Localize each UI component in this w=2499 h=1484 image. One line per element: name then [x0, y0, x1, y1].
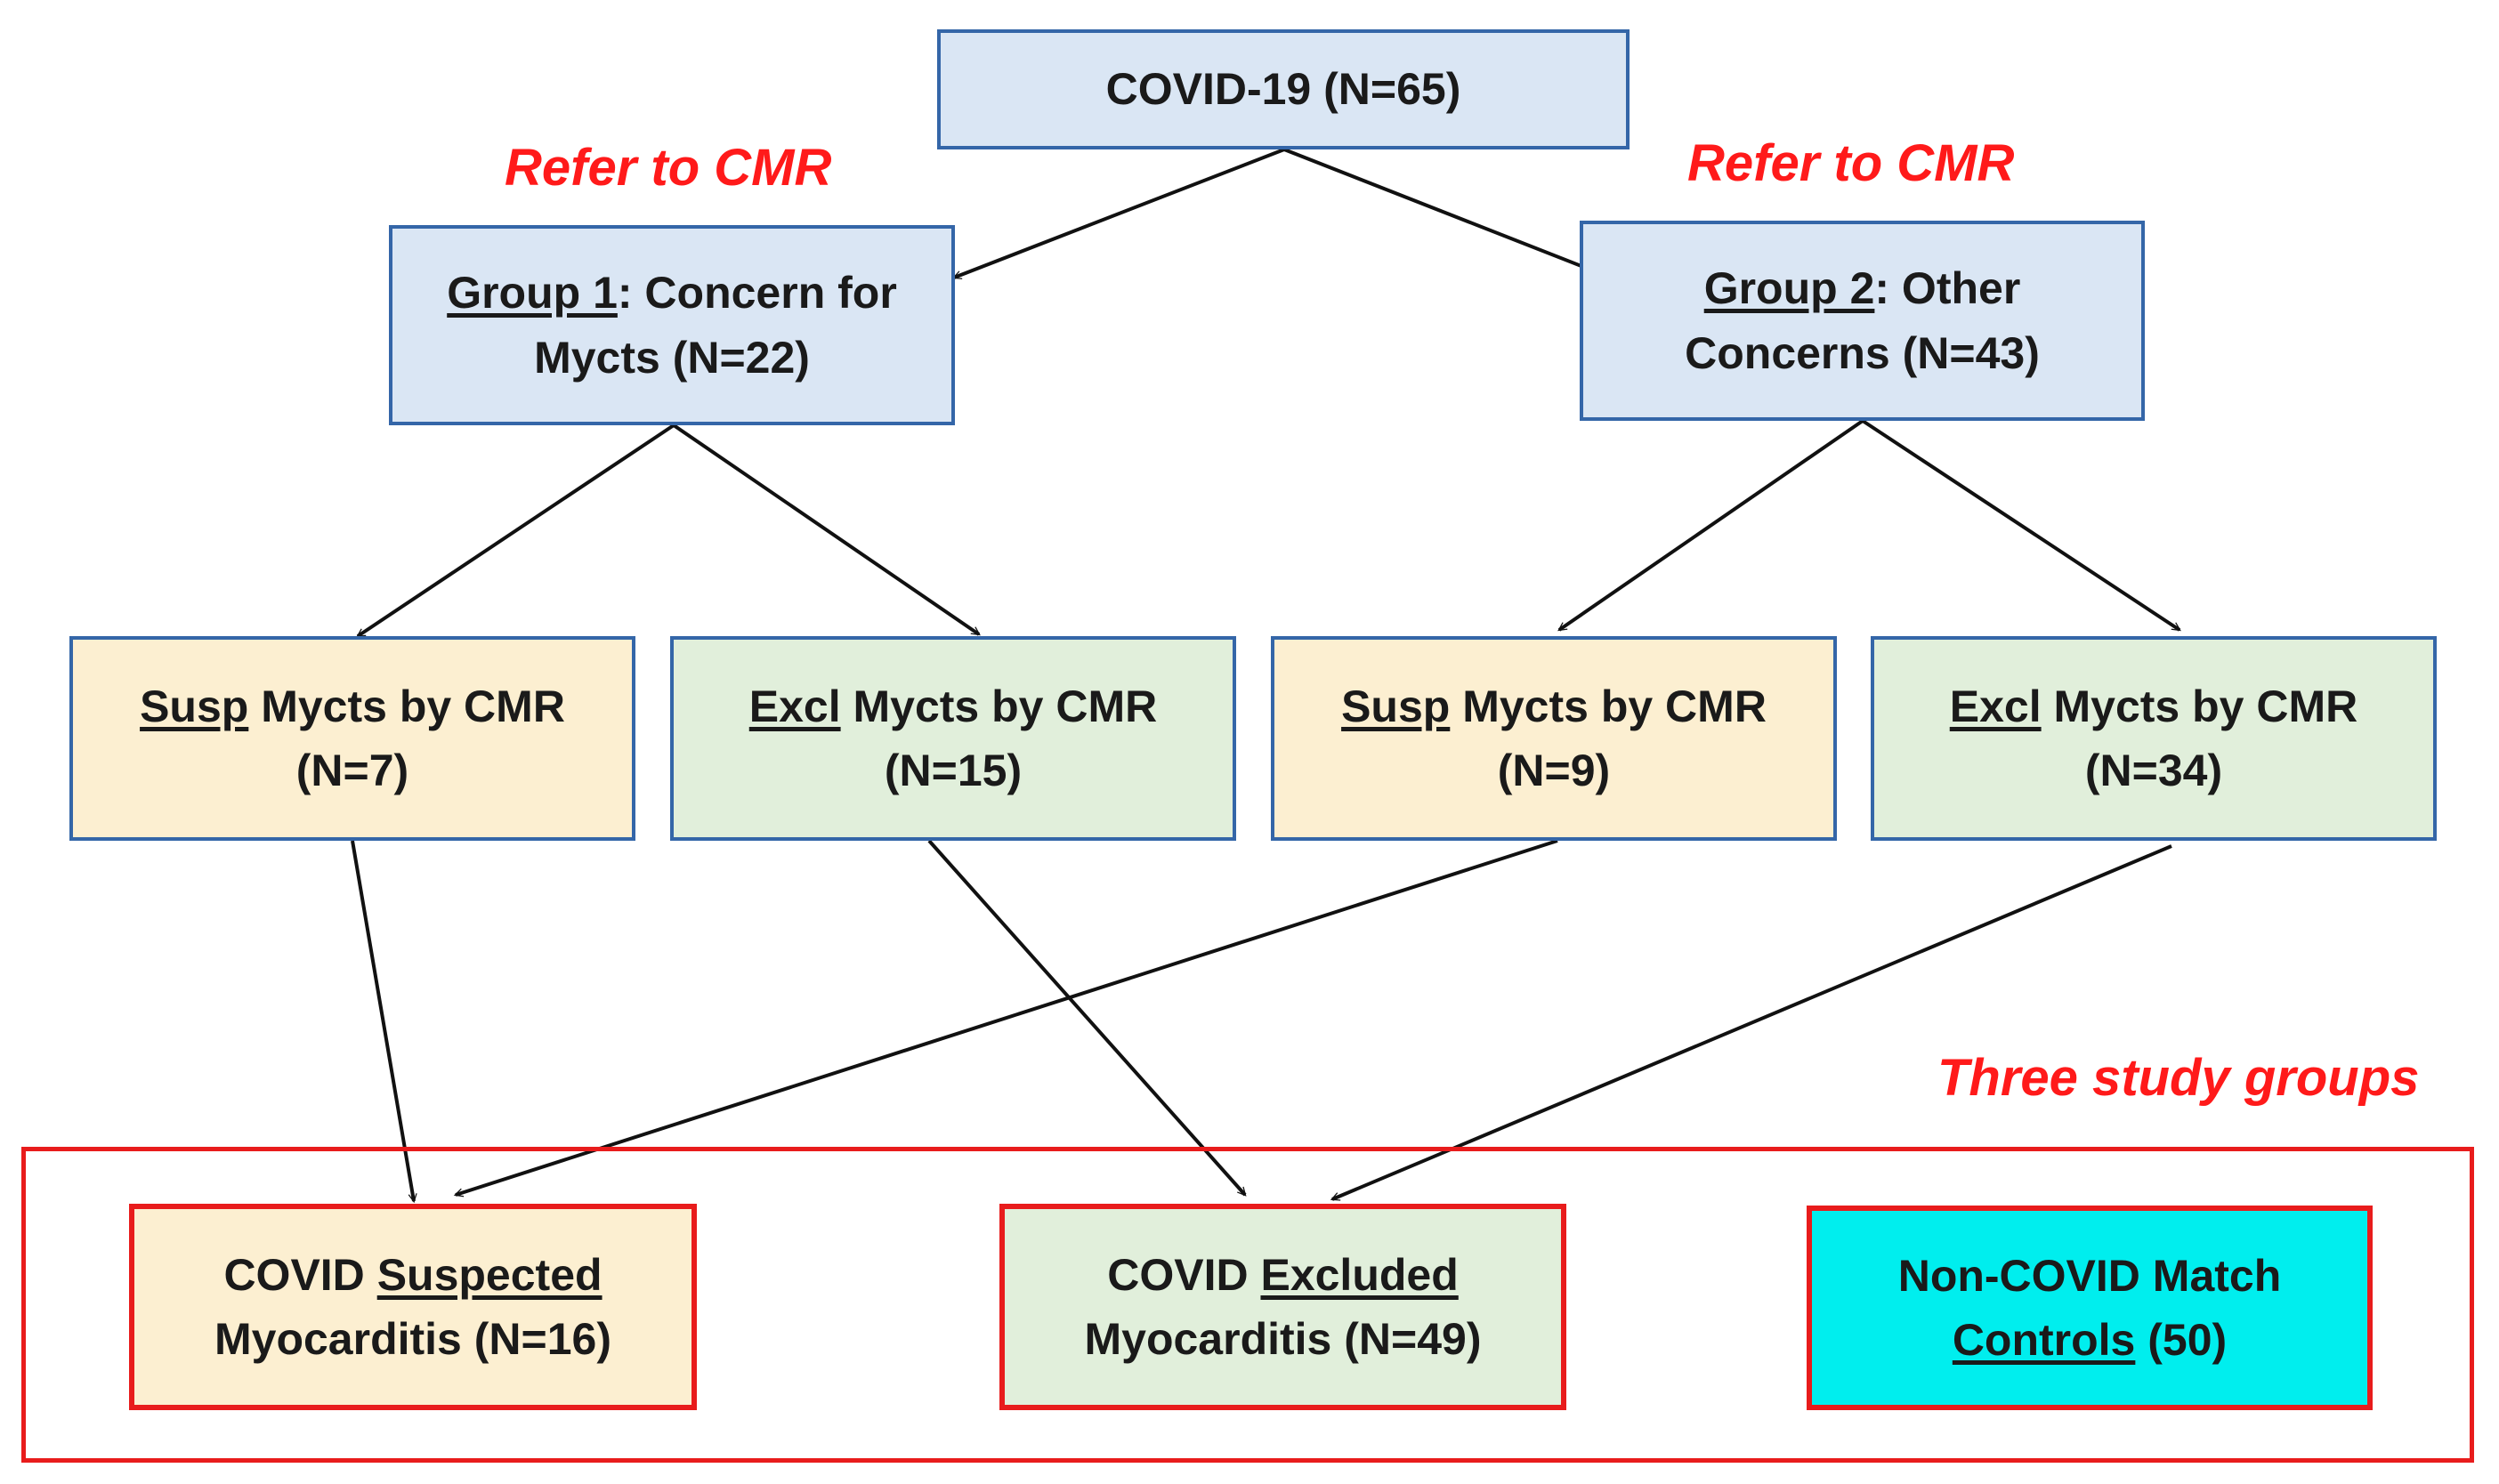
leaf-count: (N=34): [2084, 746, 2223, 795]
group-2-box: Group 2: Other Concerns (N=43): [1580, 221, 2145, 421]
controls-line1: Non-COVID Match: [1897, 1250, 2282, 1301]
group-1-heading: Group 1: [447, 268, 618, 318]
leaf-susp-group1-box: Susp Mycts by CMR (N=7): [69, 636, 635, 841]
arrow-group2-to-susp: [1557, 419, 1864, 632]
non-covid-match-controls-box: Non-COVID Match Controls (50): [1807, 1206, 2373, 1410]
arrow-root-to-group2: [1283, 148, 1597, 273]
arrow-root-to-group1: [951, 148, 1285, 279]
leaf-excl-group1-box: Excl Mycts by CMR (N=15): [670, 636, 1236, 841]
arrow-group1-to-excl: [672, 423, 981, 636]
study-count: Myocarditis (N=49): [1084, 1314, 1482, 1364]
root-label: COVID-19 (N=65): [1105, 64, 1461, 115]
leaf-susp-group2-box: Susp Mycts by CMR (N=9): [1271, 636, 1837, 841]
arrow-group2-to-excl: [1861, 419, 2181, 632]
leaf-count: (N=15): [884, 746, 1023, 795]
covid-suspected-myocarditis-box: COVID Suspected Myocarditis (N=16): [129, 1204, 697, 1410]
three-study-groups-label: Three study groups: [1937, 1049, 2420, 1107]
refer-to-cmr-left-label: Refer to CMR: [505, 139, 832, 197]
study-tag: Controls: [1952, 1315, 2136, 1365]
leaf-tag: Excl: [1949, 681, 2042, 731]
arrow-susp7-to-suspected: [351, 840, 417, 1204]
arrow-susp9-to-suspected: [453, 839, 1558, 1198]
group-2-heading: Group 2: [1703, 263, 1875, 313]
leaf-count: (N=9): [1497, 746, 1611, 795]
group-1-count: Mycts (N=22): [534, 332, 810, 383]
study-groups-frame: [21, 1147, 2474, 1463]
refer-to-cmr-right-label: Refer to CMR: [1687, 134, 2015, 192]
study-tag: Suspected: [376, 1249, 603, 1300]
group-2-count: Concerns (N=43): [1685, 327, 2040, 378]
leaf-excl-group2-box: Excl Mycts by CMR (N=34): [1871, 636, 2437, 841]
covid-19-root-box: COVID-19 (N=65): [937, 29, 1630, 149]
group-1-box: Group 1: Concern for Mycts (N=22): [389, 225, 955, 425]
leaf-tag: Susp: [1341, 681, 1451, 731]
study-count: Myocarditis (N=16): [214, 1314, 611, 1364]
leaf-tag: Susp: [140, 681, 249, 731]
leaf-count: (N=7): [295, 746, 409, 795]
arrow-excl15-to-excluded: [927, 839, 1247, 1197]
covid-excluded-myocarditis-box: COVID Excluded Myocarditis (N=49): [999, 1204, 1566, 1410]
arrow-excl34-to-excluded: [1330, 844, 2172, 1201]
study-tag: Excluded: [1260, 1249, 1459, 1300]
arrow-group1-to-susp: [356, 423, 675, 638]
leaf-tag: Excl: [748, 681, 841, 731]
